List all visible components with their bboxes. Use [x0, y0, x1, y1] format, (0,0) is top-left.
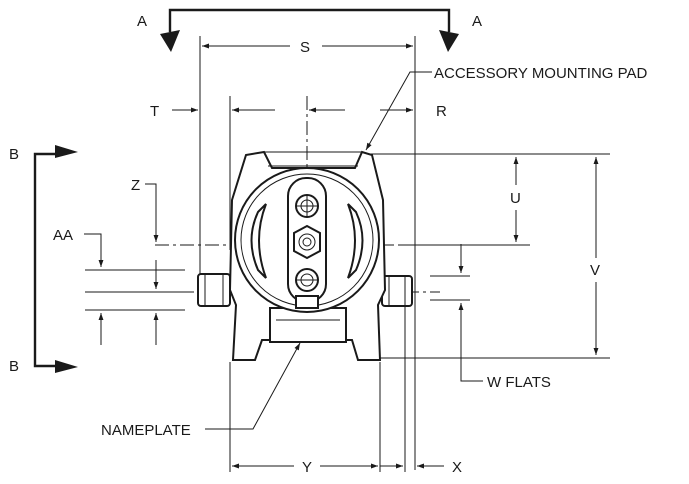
- dim-r-label: R: [436, 103, 447, 120]
- dimension-w-flats: [458, 244, 483, 382]
- section-b-top-label: B: [9, 146, 19, 163]
- dim-y-label: Y: [302, 459, 312, 476]
- dim-s-label: S: [300, 39, 310, 56]
- dim-z-label: Z: [131, 177, 140, 194]
- dim-v-label: V: [590, 262, 600, 279]
- accessory-mounting-pad-label: ACCESSORY MOUNTING PAD: [434, 65, 648, 82]
- nameplate-leader: [205, 342, 301, 430]
- dim-w-flats-label: W FLATS: [487, 374, 551, 391]
- section-a-left-label: A: [137, 13, 147, 30]
- section-a-right-label: A: [472, 13, 482, 30]
- dim-u-label: U: [510, 190, 521, 207]
- accessory-pad-leader: [365, 71, 432, 151]
- section-b-bottom-label: B: [9, 358, 19, 375]
- extension-lines: [85, 36, 610, 472]
- section-b-marker: [33, 145, 78, 373]
- dim-t-label: T: [150, 103, 159, 120]
- dimension-aa: [84, 233, 159, 345]
- nameplate-label: NAMEPLATE: [101, 422, 191, 439]
- gearbox-housing: [197, 150, 413, 361]
- dim-x-label: X: [452, 459, 462, 476]
- section-a-marker: [160, 8, 459, 52]
- dimension-z: [145, 183, 159, 242]
- dim-aa-label: AA: [53, 227, 73, 244]
